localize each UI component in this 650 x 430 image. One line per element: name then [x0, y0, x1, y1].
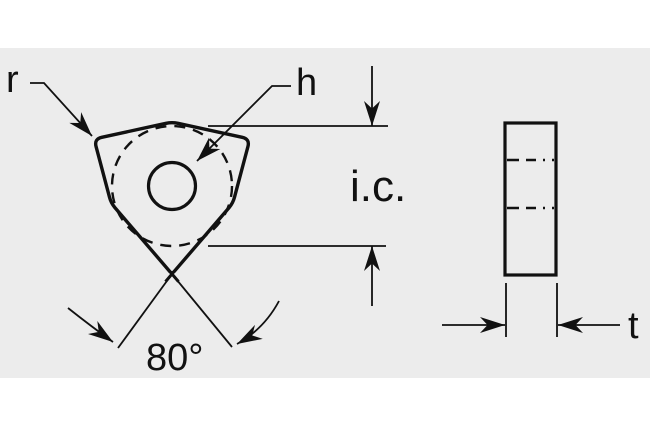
mounting-hole — [146, 160, 198, 212]
side-view-outline — [503, 121, 558, 277]
insert-side-view — [503, 121, 558, 277]
angle-label: 80° — [146, 337, 203, 379]
angle-extension-line-right — [171, 273, 233, 348]
point-angle-dimension: 80° — [67, 273, 280, 379]
thickness-label: t — [628, 305, 639, 347]
corner-radius-leader — [30, 82, 93, 137]
hole-leader — [196, 85, 291, 162]
hole-callout: h — [196, 62, 317, 162]
angle-arrow-right — [236, 300, 280, 345]
panel-background — [0, 48, 650, 378]
thickness-dimension: t — [442, 283, 639, 347]
corner-radius-label: r — [6, 59, 19, 101]
ic-dimension: i.c. — [208, 66, 406, 306]
angle-extension-line-left — [117, 273, 173, 349]
hole-label: h — [296, 62, 317, 104]
angle-arrow-left — [67, 307, 114, 343]
ic-label: i.c. — [350, 162, 406, 211]
inscribed-circle-dashed — [110, 124, 234, 248]
insert-outline — [93, 120, 251, 275]
corner-radius-callout: r — [6, 59, 93, 137]
